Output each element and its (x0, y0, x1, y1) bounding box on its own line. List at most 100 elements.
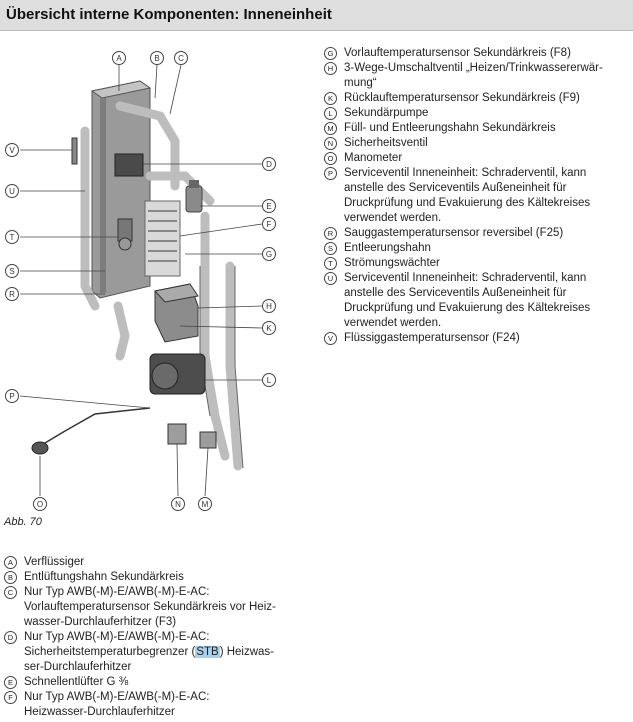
svg-text:S: S (9, 267, 14, 276)
highlighted-term: STB (195, 646, 220, 658)
legend-item-l: L Sekundärpumpe (324, 106, 629, 121)
callout-f: F (262, 217, 276, 231)
legend-marker: A (4, 556, 17, 569)
legend-text: Sicherheitsventil (344, 137, 428, 149)
liquid-gas-sensor-drawing (71, 137, 78, 165)
legend-text: Sauggastemperatursensor reversibel (F25) (344, 227, 564, 239)
callout-c: C (174, 51, 188, 65)
legend-item-r: R Sauggastemperatursensor reversibel (F25… (324, 226, 629, 241)
heater-drawing (144, 200, 181, 277)
svg-text:T: T (10, 233, 15, 242)
legend-marker: C (4, 586, 17, 599)
callout-b: B (150, 51, 164, 65)
callout-r: R (5, 287, 19, 301)
fill-tap-drawing (199, 431, 217, 449)
legend-text: 3-Wege-Umschaltventil „Heizen/Trinkwasse… (344, 62, 603, 89)
leader-lines (19, 64, 263, 497)
callout-k: K (262, 321, 276, 335)
callout-s: S (5, 264, 19, 278)
svg-text:D: D (266, 160, 272, 169)
stb-drawing (114, 153, 144, 177)
svg-text:H: H (266, 302, 272, 311)
legend-right: G Vorlauftemperatursensor Sekundärkreis (… (324, 46, 629, 346)
callout-n: N (171, 497, 185, 511)
callout-h: H (262, 299, 276, 313)
legend-marker: B (4, 571, 17, 584)
callout-p: P (5, 389, 19, 403)
legend-text: Serviceventil Inneneinheit: Schradervent… (344, 167, 591, 224)
callout-l: L (262, 373, 276, 387)
callout-d: D (262, 157, 276, 171)
legend-marker: K (324, 92, 337, 105)
legend-marker: M (324, 122, 337, 135)
legend-text: Entleerungshahn (344, 242, 431, 254)
callout-e: E (262, 199, 276, 213)
legend-text: Nur Typ AWB(-M)-E/AWB(-M)-E-AC:Sicherhei… (24, 631, 274, 673)
callout-m: M (198, 497, 212, 511)
legend-item-h: H 3-Wege-Umschaltventil „Heizen/Trinkwass… (324, 61, 629, 91)
svg-text:O: O (37, 500, 43, 509)
legend-marker: S (324, 242, 337, 255)
callout-g: G (262, 247, 276, 261)
flow-switch-drawing (117, 218, 133, 251)
legend-marker: P (324, 167, 337, 180)
capillary-line (39, 407, 151, 447)
legend-item-v: V Flüssiggastemperatursensor (F24) (324, 331, 629, 346)
legend-item-m: M Füll- und Entleerungshahn Sekundärkreis (324, 121, 629, 136)
legend-marker: F (4, 691, 17, 704)
legend-marker: G (324, 47, 337, 60)
legend-text: Nur Typ AWB(-M)-E/AWB(-M)-E-AC:Vorlaufte… (24, 586, 276, 628)
svg-text:U: U (9, 187, 15, 196)
legend-marker: V (324, 332, 337, 345)
legend-marker: U (324, 272, 337, 285)
legend-marker: L (324, 107, 337, 120)
legend-text: Vorlauftemperatursensor Sekundärkreis (F… (344, 47, 571, 59)
legend-item-c: C Nur Typ AWB(-M)-E/AWB(-M)-E-AC:Vorlauft… (4, 585, 319, 630)
legend-item-s: S Entleerungshahn (324, 241, 629, 256)
svg-text:G: G (266, 250, 272, 259)
legend-item-f: F Nur Typ AWB(-M)-E/AWB(-M)-E-AC:Heizwass… (4, 690, 319, 720)
legend-text: Nur Typ AWB(-M)-E/AWB(-M)-E-AC:Heizwasse… (24, 691, 210, 718)
callout-o: O (33, 497, 47, 511)
svg-text:V: V (9, 146, 15, 155)
legend-item-p: P Serviceventil Inneneinheit: Schraderven… (324, 166, 629, 226)
legend-item-n: N Sicherheitsventil (324, 136, 629, 151)
legend-item-k: K Rücklauftemperatursensor Sekundärkreis … (324, 91, 629, 106)
legend-text: Flüssiggastemperatursensor (F24) (344, 332, 520, 344)
callout-a: A (112, 51, 126, 65)
three-way-valve-drawing (154, 283, 199, 343)
svg-text:K: K (266, 324, 272, 333)
legend-item-b: B Entlüftungshahn Sekundärkreis (4, 570, 319, 585)
legend-text: Entlüftungshahn Sekundärkreis (24, 571, 184, 583)
legend-marker: N (324, 137, 337, 150)
svg-text:N: N (175, 500, 181, 509)
legend-text: Strömungswächter (344, 257, 440, 269)
section-header: Übersicht interne Komponenten: Inneneinh… (0, 0, 633, 31)
legend-text: Serviceventil Inneneinheit: Schradervent… (344, 272, 591, 329)
svg-text:A: A (116, 54, 122, 63)
legend-text: Rücklauftemperatursensor Sekundärkreis (… (344, 92, 580, 104)
legend-item-g: G Vorlauftemperatursensor Sekundärkreis (… (324, 46, 629, 61)
legend-text: Manometer (344, 152, 403, 164)
air-vent-drawing (185, 180, 203, 213)
manometer-drawing (31, 441, 49, 455)
svg-text:M: M (202, 500, 209, 509)
svg-text:R: R (9, 290, 15, 299)
legend-marker: H (324, 62, 337, 75)
legend-marker: R (324, 227, 337, 240)
pump-drawing (149, 353, 206, 395)
pipework-drawing (80, 101, 243, 471)
legend-text: Sekundärpumpe (344, 107, 429, 119)
legend-item-u: U Serviceventil Inneneinheit: Schraderven… (324, 271, 629, 331)
svg-text:F: F (267, 220, 272, 229)
legend-text: Füll- und Entleerungshahn Sekundärkreis (344, 122, 556, 134)
legend-marker: T (324, 257, 337, 270)
figure-caption: Abb. 70 (4, 516, 42, 528)
callout-v: V (5, 143, 19, 157)
callout-t: T (5, 230, 19, 244)
component-diagram: A B C D E F G H K L M N O P R S T U V (5, 51, 276, 511)
